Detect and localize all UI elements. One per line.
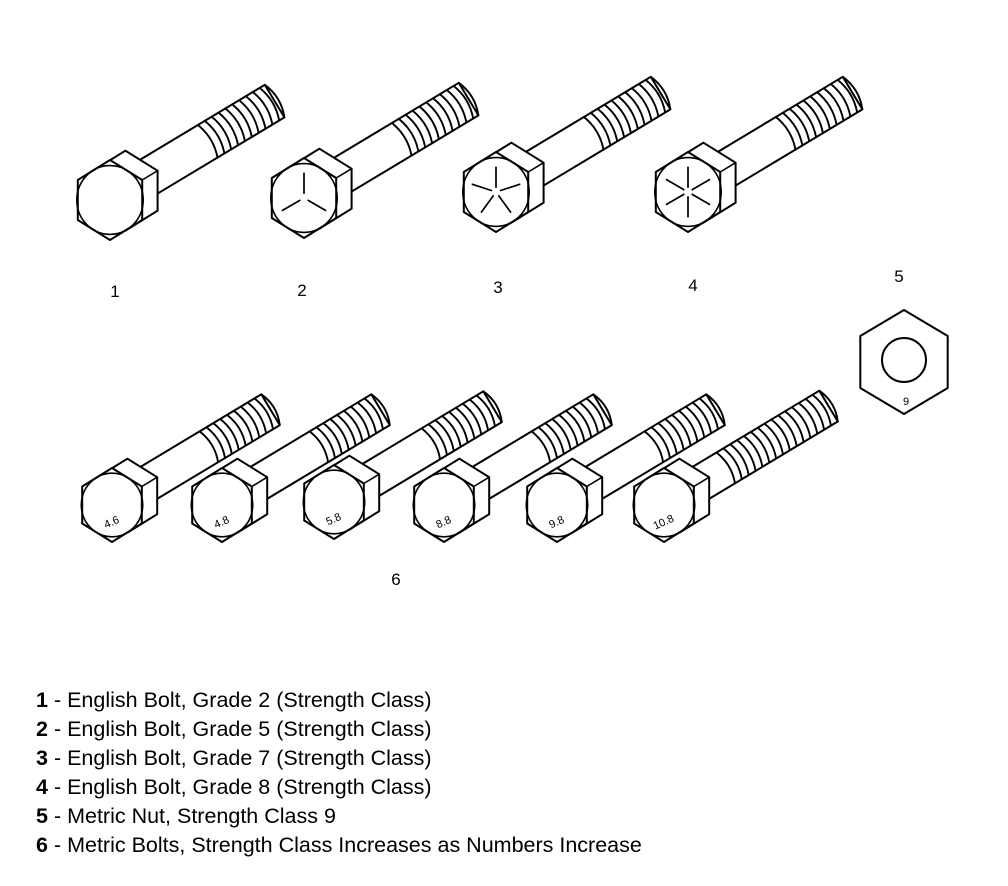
legend-item-5: 5 - Metric Nut, Strength Class 9 — [36, 802, 996, 831]
metric-bolt: 5.8 — [302, 390, 503, 540]
metric-nut: 9 — [859, 309, 949, 415]
grade-mark — [665, 193, 685, 206]
metric-bolt: 4.8 — [190, 393, 391, 543]
legend-text: - English Bolt, Grade 7 (Strength Class) — [47, 746, 432, 770]
bolt-head-face — [526, 467, 588, 543]
grade-mark — [691, 178, 711, 191]
strength-class-label: 4.8 — [212, 514, 231, 531]
legend-item-4: 4 - English Bolt, Grade 8 (Strength Clas… — [36, 773, 996, 802]
bolt-head-face — [191, 467, 253, 543]
head-chamfer — [653, 156, 722, 228]
bolt-head-face — [462, 151, 530, 233]
legend: 1 - English Bolt, Grade 2 (Strength Clas… — [36, 686, 996, 860]
bolt-head-edges — [109, 149, 159, 221]
strength-class-label: 5.8 — [324, 511, 343, 528]
bolt-head-face — [303, 464, 365, 540]
bolt-head-face — [76, 159, 144, 241]
grade-mark — [281, 199, 301, 212]
bolt-threads — [644, 393, 726, 463]
metric-bolt: 4.6 — [80, 393, 281, 543]
legend-number: 4 — [36, 775, 48, 799]
bolt-threads — [775, 76, 864, 150]
bolt-threads — [199, 393, 281, 463]
grade-mark — [471, 183, 493, 192]
bolt-head-face — [633, 467, 695, 543]
head-chamfer — [76, 164, 145, 236]
strength-class-label: 8.8 — [434, 514, 453, 531]
bolt-head-edges — [221, 457, 269, 525]
bolt-threads — [583, 76, 672, 150]
legend-item-3: 3 - English Bolt, Grade 7 (Strength Clas… — [36, 744, 996, 773]
english-bolt-grade-5 — [269, 81, 480, 239]
bolt-head-edges — [663, 457, 711, 525]
callout-3: 3 — [493, 278, 502, 297]
legend-number: 1 — [36, 688, 48, 712]
head-chamfer — [80, 472, 144, 538]
head-chamfer — [632, 472, 696, 538]
bolt-head-face — [413, 467, 475, 543]
bolt-head-edges — [687, 141, 737, 213]
bolt-threads — [391, 82, 480, 156]
head-chamfer — [525, 472, 589, 538]
grade-marks — [281, 172, 327, 212]
grade-mark — [480, 195, 495, 213]
legend-number: 2 — [36, 717, 48, 741]
bolt-threads — [309, 393, 391, 463]
callout-1: 1 — [110, 282, 119, 301]
grade-marks — [471, 166, 521, 213]
legend-text: - English Bolt, Grade 8 (Strength Class) — [47, 775, 432, 799]
bolt-head-edges — [303, 147, 353, 219]
legend-item-1: 1 - English Bolt, Grade 2 (Strength Clas… — [36, 686, 996, 715]
grade-marks — [665, 166, 711, 218]
bolt-head-edges — [443, 457, 491, 525]
nut-hole — [881, 337, 927, 383]
grade-mark — [307, 199, 327, 212]
callout-2: 2 — [297, 281, 306, 300]
grade-mark — [499, 183, 521, 192]
head-chamfer — [269, 162, 338, 234]
legend-text: - English Bolt, Grade 2 (Strength Class) — [47, 688, 432, 712]
callout-6: 6 — [391, 570, 400, 589]
english-bolt-grade-8 — [653, 75, 864, 233]
bolt-head-edges — [111, 457, 158, 525]
bolt-head-edges — [495, 141, 545, 213]
grade-mark — [497, 195, 512, 213]
callout-5: 5 — [894, 267, 903, 286]
metric-bolts-row: 4.6 4.8 5.8 8.8 9.8 10.8 — [80, 389, 839, 543]
grade-mark — [665, 178, 685, 191]
metric-bolt: 9.8 — [525, 393, 726, 543]
bolt-head-face — [270, 157, 338, 239]
english-bolts-row — [76, 75, 864, 241]
english-bolt-grade-7 — [461, 75, 672, 233]
bolt-head-edges — [333, 454, 381, 522]
legend-number: 6 — [36, 833, 48, 857]
legend-number: 5 — [36, 804, 48, 828]
bolt-threads — [715, 389, 839, 484]
bolt-head-face — [81, 467, 143, 543]
english-bolt-grade-2 — [76, 83, 286, 241]
legend-text: - English Bolt, Grade 5 (Strength Class) — [47, 717, 432, 741]
legend-text: - Metric Nut, Strength Class 9 — [47, 804, 336, 828]
callout-4: 4 — [688, 276, 697, 295]
bolt-threads — [421, 390, 503, 460]
bolt-head-face — [654, 151, 722, 233]
strength-class-label: 9.8 — [547, 514, 566, 531]
strength-class-label: 4.6 — [102, 514, 121, 531]
metric-bolt: 10.8 — [632, 389, 839, 543]
bolt-threads — [531, 393, 613, 463]
legend-item-2: 2 - English Bolt, Grade 5 (Strength Clas… — [36, 715, 996, 744]
grade-mark — [691, 193, 711, 206]
head-chamfer — [412, 472, 476, 538]
bolt-head-edges — [556, 457, 604, 525]
nut-strength-label: 9 — [903, 396, 909, 408]
legend-text: - Metric Bolts, Strength Class Increases… — [47, 833, 642, 857]
head-chamfer — [461, 156, 530, 228]
head-chamfer — [302, 469, 366, 535]
metric-bolt: 8.8 — [412, 393, 613, 543]
bolt-threads — [197, 84, 286, 158]
legend-item-6: 6 - Metric Bolts, Strength Class Increas… — [36, 831, 996, 860]
legend-number: 3 — [36, 746, 48, 770]
head-chamfer — [190, 472, 254, 538]
